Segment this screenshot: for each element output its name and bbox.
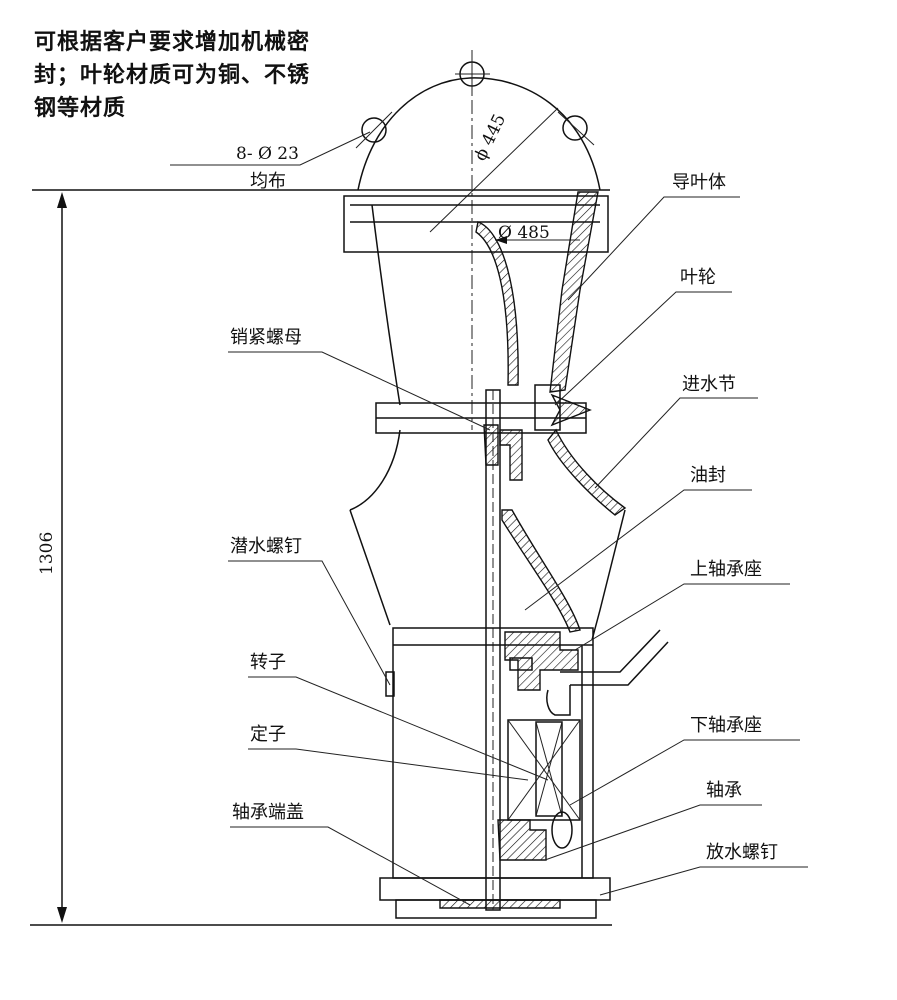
label-bearing: 轴承 [544,780,762,861]
holes-layout-label: 均布 [250,171,286,192]
height-label: 1306 [37,532,57,575]
flange-arc [357,77,601,191]
lock-nut [483,424,499,466]
cable-outlet [546,629,669,716]
svg-text:进水节: 进水节 [682,374,736,395]
stator-rotor [507,719,581,821]
guide-vane-left-outline [371,204,401,406]
label-oil-seal: 油封 [524,465,752,611]
svg-text:定子: 定子 [250,724,286,745]
bolt-hole-icon [557,111,595,146]
label-lock-nut: 销紧螺母 [228,327,491,431]
label-impeller: 叶轮 [554,267,732,406]
inlet-left-lower-outline [349,509,391,626]
label-stator: 定子 [248,724,529,781]
svg-text:下轴承座: 下轴承座 [690,715,762,736]
outlet-flange: Ø 485 [343,195,609,253]
svg-text:放水螺钉: 放水螺钉 [706,842,778,863]
holes-leader [170,131,371,166]
inlet-section-wall [547,428,627,516]
bolt-hole-icon [455,55,490,95]
inlet-left-outline [349,429,401,511]
svg-text:轴承: 轴承 [706,780,742,801]
label-guide-vane-body: 导叶体 [567,172,740,301]
svg-text:转子: 转子 [250,652,286,673]
svg-text:叶轮: 叶轮 [680,267,716,288]
svg-text:销紧螺母: 销紧螺母 [230,327,302,348]
height-dimension: 1306 [37,192,67,923]
guide-vane-blade [475,221,519,386]
note-line-1: 可根据客户要求增加机械密 [34,30,311,55]
bearing [551,811,573,849]
label-upper-bearing-seat: 上轴承座 [574,559,790,651]
inlet-right-outline [591,509,626,641]
label-drain-screw: 放水螺钉 [599,842,808,896]
impeller-hub [375,384,592,434]
svg-text:油封: 油封 [690,465,726,486]
note-text: 可根据客户要求增加机械密 封；叶轮材质可为铜、不锈 钢等材质 [34,26,394,125]
note-line-2: 封；叶轮材质可为铜、不锈 [34,63,311,88]
svg-text:轴承端盖: 轴承端盖 [232,802,304,823]
svg-text:导叶体: 导叶体 [672,172,726,193]
holes-label: 8- Ø 23 [236,144,299,164]
bolt-hole-icon [355,111,393,149]
hub-end [499,429,523,481]
pcd-label: ϕ 445 [471,111,511,164]
oil-seal-block [509,657,533,671]
pump-base [379,877,611,919]
label-inlet-section: 进水节 [594,374,758,489]
note-line-3: 钢等材质 [34,96,127,121]
flange-od-label: Ø 485 [498,223,550,243]
pcd-dimension-line [429,107,559,233]
label-submersible-screw: 潜水螺钉 [228,536,391,686]
label-lower-bearing-seat: 下轴承座 [569,715,800,806]
lower-bearing-seat [497,819,547,861]
shaft [485,389,501,911]
svg-text:潜水螺钉: 潜水螺钉 [230,536,302,557]
label-bearing-end-cover: 轴承端盖 [230,802,471,906]
label-rotor: 转子 [248,652,549,781]
svg-text:上轴承座: 上轴承座 [690,559,762,580]
inner-cone-wall [501,509,581,633]
upper-bearing-seat [504,631,579,691]
guide-vane-right-wall [549,191,599,393]
